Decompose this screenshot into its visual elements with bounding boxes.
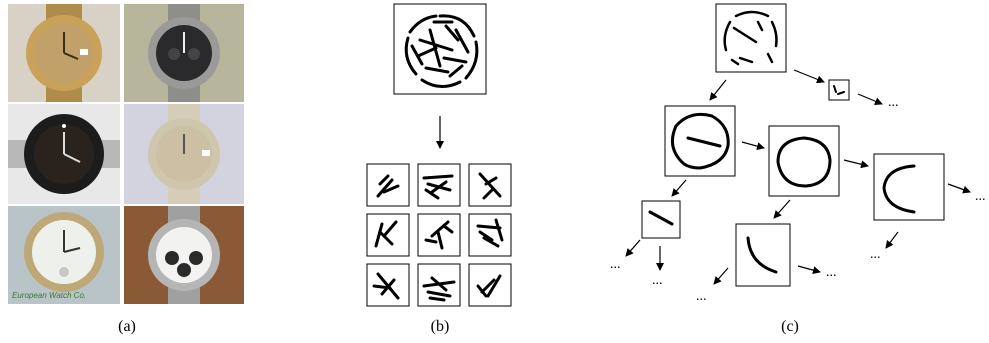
caption-a: (a) bbox=[118, 318, 136, 335]
watch-photo-white-dial: European Watch Co. bbox=[8, 206, 120, 304]
watch-photo-gold-datejust bbox=[8, 4, 120, 102]
ellipsis-label: ... bbox=[975, 189, 986, 204]
photo-watermark: European Watch Co. bbox=[12, 291, 87, 300]
ellipsis-label: ... bbox=[652, 273, 663, 288]
tree-root-node bbox=[715, 3, 787, 73]
watch-photo-black-chronograph bbox=[124, 4, 244, 102]
panel-b-fragment-grid bbox=[366, 163, 512, 307]
watch-photo-submariner bbox=[8, 104, 120, 204]
ellipsis-label: ... bbox=[888, 95, 899, 110]
watch-photo-silver-datejust bbox=[124, 104, 244, 204]
ellipsis-label: ... bbox=[610, 257, 621, 272]
ellipsis-label: ... bbox=[696, 289, 707, 304]
watch-photo-daytona bbox=[124, 206, 244, 304]
tree-node-quarter-arc bbox=[735, 223, 791, 287]
tree-node-arc bbox=[873, 153, 945, 221]
ellipsis-label: ... bbox=[870, 247, 881, 262]
tree-node-full-circle bbox=[768, 125, 840, 197]
tree-node-circle-with-hand bbox=[664, 105, 736, 177]
panel-b-whole-sketch bbox=[393, 3, 487, 95]
tree-node-small bbox=[828, 79, 850, 101]
caption-b: (b) bbox=[430, 318, 450, 335]
tree-arrows bbox=[625, 69, 971, 285]
ellipsis-label: ... bbox=[826, 265, 837, 280]
caption-c: (c) bbox=[781, 318, 799, 335]
tree-node-hand bbox=[641, 200, 681, 239]
